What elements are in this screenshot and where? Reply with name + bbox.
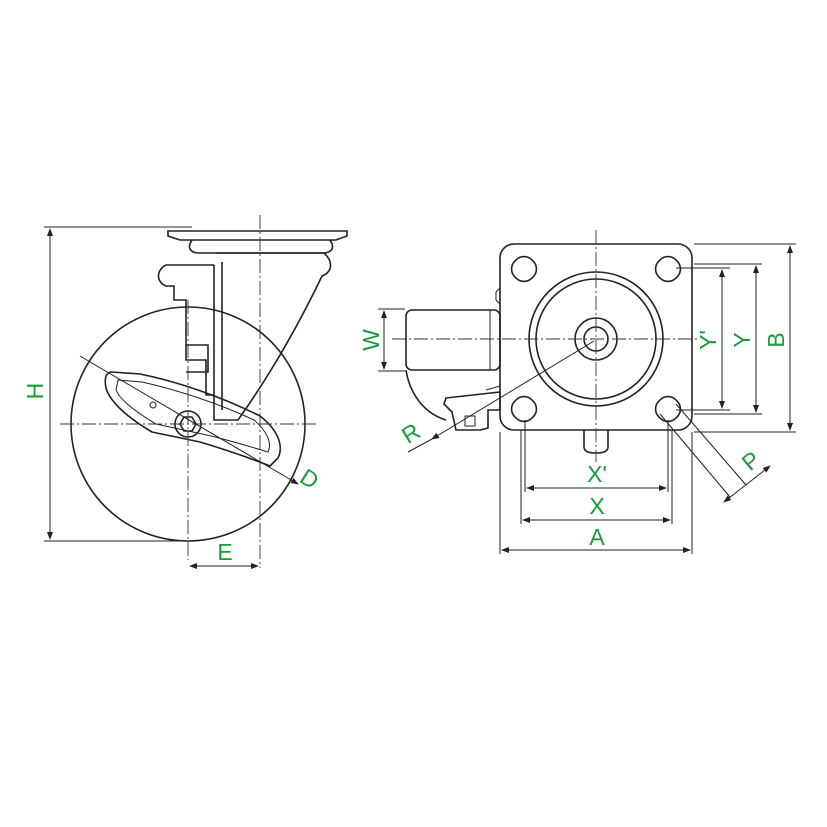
bolt-hole-bottom-left bbox=[510, 395, 538, 423]
dim-label-H: H bbox=[22, 383, 48, 400]
r-leader bbox=[407, 438, 433, 453]
bolt-hole-top-right bbox=[654, 255, 682, 283]
dim-label-X: X bbox=[589, 493, 604, 519]
top-plate bbox=[167, 230, 348, 241]
fork-body bbox=[213, 252, 332, 421]
brake-housing bbox=[157, 264, 214, 396]
brake-connector bbox=[485, 385, 501, 394]
p-ext-1 bbox=[659, 413, 731, 498]
axle-rivet bbox=[149, 401, 157, 409]
dim-label-W: W bbox=[358, 329, 384, 351]
bolt-hole-top-left bbox=[510, 255, 538, 283]
p-ext-2 bbox=[675, 403, 747, 486]
brake-slot bbox=[186, 344, 209, 373]
plate-side-clip bbox=[495, 287, 501, 305]
brake-pedal-slot bbox=[464, 415, 476, 427]
diameter-dimension-line bbox=[79, 355, 299, 485]
dim-label-Y-prime: Y' bbox=[695, 330, 721, 350]
wheel-top-view bbox=[405, 309, 501, 371]
dim-label-D: D bbox=[296, 463, 324, 494]
dim-label-X-prime: X' bbox=[587, 461, 607, 487]
dim-label-R: R bbox=[397, 418, 425, 449]
dim-label-A: A bbox=[589, 524, 605, 550]
brake-pedal bbox=[443, 391, 501, 431]
dim-label-Y: Y bbox=[729, 332, 755, 347]
swivel-bearing bbox=[188, 239, 334, 254]
side-view: D H E bbox=[22, 215, 348, 569]
brake-lever bbox=[104, 371, 282, 467]
dim-label-B: B bbox=[763, 332, 789, 347]
dim-label-E: E bbox=[217, 539, 232, 565]
r-dimension-line bbox=[431, 340, 595, 440]
fork-arc-left bbox=[405, 369, 447, 421]
top-view: W R X' X A Y' Y B bbox=[358, 230, 796, 554]
bolt-holes bbox=[510, 255, 682, 423]
bolt-hole-bottom-right bbox=[654, 395, 682, 423]
brake-lever-inner bbox=[115, 379, 270, 453]
p-dimension-line bbox=[723, 465, 771, 503]
dim-label-P: P bbox=[737, 446, 765, 476]
